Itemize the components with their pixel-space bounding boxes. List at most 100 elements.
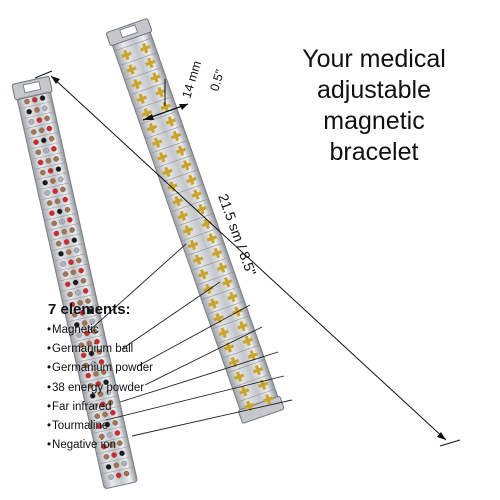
stone-bead (121, 460, 127, 467)
stone-bead (59, 218, 65, 225)
width-in-label: 0.5" (207, 68, 227, 93)
elements-list: Magnetic Germanium ball Germanium powder… (47, 321, 153, 455)
elements-heading: 7 elements: (48, 301, 131, 318)
gold-link-bar (227, 293, 238, 301)
stone-bead (36, 117, 43, 123)
stone-bead (43, 147, 49, 154)
link-seam (125, 67, 162, 81)
stone-bead (54, 198, 61, 205)
stone-bead (62, 271, 69, 277)
gold-link-bar (165, 118, 177, 125)
link-seam (45, 212, 77, 221)
link-seam (192, 257, 229, 271)
link-seam (49, 233, 82, 241)
stone-bead (65, 281, 71, 287)
link-seam (40, 192, 73, 201)
link-seam (52, 243, 84, 251)
stone-bead (57, 176, 64, 183)
stone-bead (45, 157, 52, 164)
stone-bead (87, 308, 93, 314)
link-seam (186, 242, 224, 256)
gold-link-bar (172, 198, 183, 205)
gold-link-bar (146, 124, 158, 132)
gold-link-bar (211, 249, 223, 257)
stone-bead (37, 159, 44, 166)
stone-bead (80, 278, 87, 284)
stone-bead (67, 217, 73, 223)
stone-bead (55, 166, 62, 172)
link-seam (17, 91, 50, 99)
headline-line-2: adjustable (317, 76, 431, 104)
stone-bead (51, 146, 57, 152)
stone-bead (30, 129, 37, 135)
gold-link-bar (238, 388, 250, 395)
stone-bead (75, 289, 81, 296)
link-seam (171, 198, 208, 212)
link-seam (24, 121, 57, 130)
link-seam (29, 141, 61, 150)
gold-link-bar (177, 212, 188, 219)
element-item: Magnetic (47, 321, 153, 340)
stone-bead (35, 149, 42, 156)
gold-link-bar (244, 402, 255, 410)
gold-link-bar (221, 279, 233, 286)
stone-bead (60, 261, 66, 267)
gold-link-bar (150, 74, 161, 81)
stone-bead (49, 210, 55, 216)
stone-bead (42, 179, 48, 186)
stone-bead (85, 298, 91, 304)
link-seam (99, 456, 131, 465)
link-seam (227, 359, 265, 373)
gold-link-bar (191, 191, 202, 198)
gold-link-bar (197, 271, 209, 278)
link-seam (146, 125, 183, 139)
stone-bead (60, 186, 66, 193)
stone-bead (64, 206, 71, 213)
stone-bead (50, 178, 56, 184)
gold-link-bar (180, 162, 192, 169)
stone-bead (46, 200, 53, 206)
stone-bead (40, 169, 46, 176)
gold-link-bar (187, 241, 199, 249)
gold-link-bar (252, 366, 264, 374)
link-seam (212, 315, 249, 329)
stone-bead (58, 251, 64, 257)
gold-link-bar (213, 315, 224, 322)
link-seam (161, 169, 198, 183)
element-item: Germanium ball (47, 340, 153, 359)
gold-link-bar (233, 373, 245, 380)
link-seam (42, 202, 75, 211)
stone-bead (38, 127, 45, 134)
link-seam (61, 284, 93, 292)
link-seam (217, 330, 254, 344)
stone-bead (34, 107, 40, 113)
headline-line-4: bracelet (329, 138, 419, 166)
link-seam (233, 374, 270, 388)
stone-bead (52, 188, 58, 194)
gold-link-bar (155, 89, 166, 96)
link-seam (120, 52, 157, 66)
link-seam (181, 228, 218, 242)
headline-line-1: Your medical (302, 45, 446, 73)
stone-bead (76, 257, 82, 264)
element-item: Negative ion (47, 436, 153, 455)
link-seam (38, 182, 70, 191)
stone-bead (73, 247, 80, 254)
gold-link-bar (247, 352, 259, 359)
gold-link-bar (141, 110, 153, 117)
stone-bead (48, 135, 55, 142)
link-seam (140, 111, 177, 125)
gold-link-bar (131, 81, 142, 88)
element-item: Far infrared (47, 398, 153, 417)
stone-bead (82, 288, 89, 294)
gold-link-bar (196, 206, 207, 213)
gold-link-bar (121, 51, 132, 59)
link-seam (58, 273, 91, 282)
stone-bead (28, 119, 35, 125)
element-item: Germanium powder (47, 359, 153, 378)
gold-link-bar (216, 264, 228, 271)
link-seam (31, 152, 63, 160)
stone-bead (71, 237, 78, 243)
link-seam (33, 162, 66, 170)
link-seam (222, 345, 259, 359)
